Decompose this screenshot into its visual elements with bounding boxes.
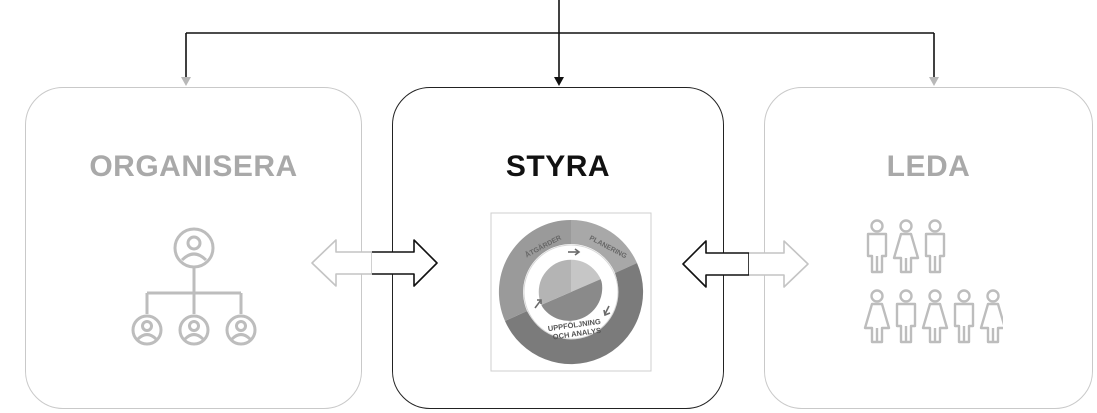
people-group-icon xyxy=(863,218,1007,383)
leda-box: LEDA xyxy=(764,87,1093,409)
left-drop-arrowhead xyxy=(181,77,191,86)
org-chart-icon xyxy=(129,226,259,351)
right-drop-arrowhead xyxy=(929,77,939,86)
management-cycle-icon: ÅTGÄRDER PLANERING UPPFÖLJNING OCH ANALY… xyxy=(490,212,652,377)
organisera-box: ORGANISERA xyxy=(25,87,362,409)
styra-title: STYRA xyxy=(505,150,611,183)
leda-title: LEDA xyxy=(886,150,971,183)
organisera-title: ORGANISERA xyxy=(89,150,298,183)
center-drop-arrowhead xyxy=(554,77,564,86)
